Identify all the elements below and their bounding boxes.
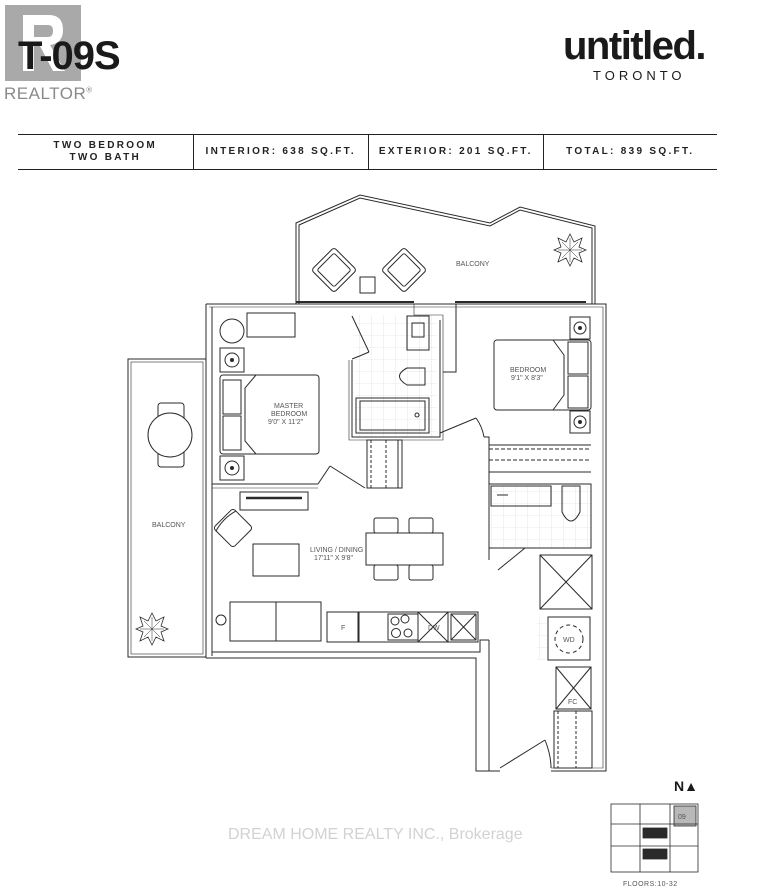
interior-area: INTERIOR: 638 SQ.FT. xyxy=(194,135,369,169)
exterior-area: EXTERIOR: 201 SQ.FT. xyxy=(369,135,544,169)
unit-info-bar: TWO BEDROOM TWO BATH INTERIOR: 638 SQ.FT… xyxy=(18,134,717,170)
second-bathroom xyxy=(488,483,593,769)
top-balcony xyxy=(295,194,596,304)
north-indicator: N▲ xyxy=(674,778,698,794)
toilet-icon xyxy=(561,485,581,522)
armchair-icon xyxy=(213,508,253,548)
balcony-chair-icon xyxy=(312,248,356,292)
chair-icon xyxy=(219,318,245,344)
bedroom-dimensions: 9'1" X 8'3" xyxy=(511,375,543,382)
brand-city: TORONTO xyxy=(593,68,686,83)
unit-type-line1: TWO BEDROOM xyxy=(53,140,158,151)
master-bathroom xyxy=(348,304,444,489)
furnace-closet-icon xyxy=(555,666,592,710)
realtor-text: REALTOR® xyxy=(4,84,93,103)
key-plan-unit-label: 09 xyxy=(678,814,686,821)
brand-logo: untitled. xyxy=(563,24,707,68)
coffee-table-icon xyxy=(252,543,300,577)
balcony-chair-icon xyxy=(382,248,426,292)
shower-icon xyxy=(539,554,593,610)
dining-table-icon xyxy=(365,532,444,566)
left-balcony xyxy=(127,358,207,658)
living-dining-label: LIVING / DINING xyxy=(310,547,363,554)
left-balcony-label: BALCONY xyxy=(152,522,186,529)
fridge-icon xyxy=(326,611,359,643)
realtor-logo xyxy=(5,5,81,83)
realtor-r-icon xyxy=(23,15,65,71)
total-area: TOTAL: 839 SQ.FT. xyxy=(566,146,695,157)
bed-icon xyxy=(219,374,320,455)
kitchen-sink-icon xyxy=(450,613,477,641)
bathtub-icon xyxy=(355,397,430,434)
bedroom-label: BEDROOM xyxy=(510,367,546,374)
master-bedroom-label-2: BEDROOM xyxy=(271,411,307,418)
sink-icon xyxy=(490,485,552,507)
unit-code-title: T-09S xyxy=(18,34,121,78)
plant-icon xyxy=(552,233,588,267)
round-table-icon xyxy=(147,402,193,468)
second-bedroom xyxy=(439,304,592,560)
key-plan xyxy=(610,803,699,873)
unit-type-cell: TWO BEDROOM TWO BATH xyxy=(18,135,194,169)
washer-dryer-icon xyxy=(547,616,591,661)
fridge-label: F xyxy=(341,625,345,632)
unit-type-line2: TWO BATH xyxy=(69,152,142,163)
washer-dryer-label: WD xyxy=(563,637,575,644)
brokerage-watermark: DREAM HOME REALTY INC., Brokerage xyxy=(228,826,523,843)
furnace-closet-label: FC xyxy=(568,699,577,706)
master-bedroom-label-1: MASTER xyxy=(274,403,303,410)
dishwasher-icon xyxy=(417,611,449,643)
master-bedroom-dimensions: 9'0" X 11'2" xyxy=(268,419,304,426)
sink-icon xyxy=(406,315,430,351)
dishwasher-label: DW xyxy=(428,625,440,632)
master-bedroom xyxy=(212,312,366,489)
living-dining-dimensions: 17'11" X 9'8" xyxy=(314,555,354,562)
bed-icon xyxy=(493,339,592,411)
side-table xyxy=(359,276,376,294)
tv-console-icon xyxy=(239,491,309,511)
living-dining xyxy=(213,491,479,643)
floors-label: FLOORS:10-32 xyxy=(623,881,678,888)
top-balcony-label: BALCONY xyxy=(456,261,490,268)
plant-icon xyxy=(134,612,170,646)
toilet-icon xyxy=(399,367,426,386)
